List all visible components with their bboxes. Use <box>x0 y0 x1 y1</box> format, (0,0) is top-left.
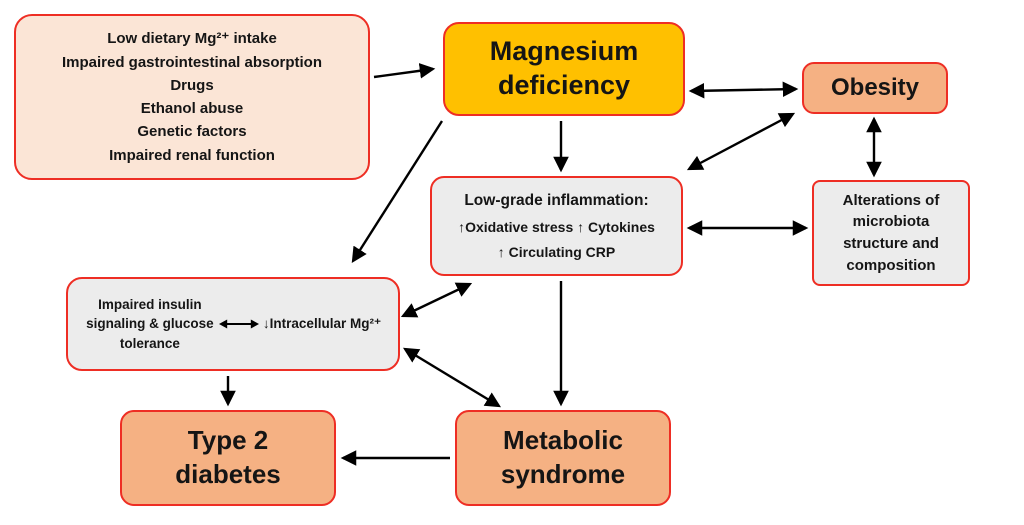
arrow-obesity-inflammation <box>686 112 796 171</box>
intracellular-mg-label: ↓Intracellular Mg²⁺ <box>262 316 382 332</box>
type2-diabetes-box: Type 2 diabetes <box>120 410 336 506</box>
cause-line: Genetic factors <box>137 123 247 141</box>
magnesium-deficiency-box: Magnesium deficiency <box>443 22 685 116</box>
magnesium-deficiency-label: Magnesium deficiency <box>489 36 639 100</box>
cause-line: Low dietary Mg²⁺ intake <box>107 30 277 48</box>
inflammation-title: Low-grade inflammation: <box>464 192 649 210</box>
obesity-label: Obesity <box>830 74 920 101</box>
cause-line: Impaired gastrointestinal absorption <box>61 53 323 71</box>
cause-line: Impaired renal function <box>109 146 275 164</box>
arrow-causes-to-magnesium <box>373 63 436 79</box>
cause-line: Drugs <box>170 76 214 94</box>
metabolic-syndrome-label: Metabolic syndrome <box>500 425 626 489</box>
microbiota-box: Alterations of microbiota structure and … <box>812 180 970 286</box>
causes-box: Low dietary Mg²⁺ intake Impaired gastroi… <box>14 14 370 180</box>
inflammation-oxidative-cytokines: ↑Oxidative stress ↑ Cytokines <box>458 218 655 235</box>
type2-diabetes-label: Type 2 diabetes <box>175 425 281 489</box>
arrow-insulin-metabolic <box>402 347 502 408</box>
inflammation-circulating-crp: ↑ Circulating CRP <box>497 243 616 260</box>
obesity-box: Obesity <box>802 62 948 114</box>
impaired-insulin-label: Impaired insulin signaling & glucose tol… <box>86 296 214 351</box>
arrow-insulin-inflammation <box>400 282 473 318</box>
left-right-arrow-icon <box>218 318 259 330</box>
impaired-insulin-box: Impaired insulin signaling & glucose tol… <box>66 277 400 371</box>
metabolic-syndrome-box: Metabolic syndrome <box>455 410 671 506</box>
microbiota-label: Alterations of microbiota structure and … <box>842 191 940 274</box>
cause-line: Ethanol abuse <box>140 100 244 117</box>
low-grade-inflammation-box: Low-grade inflammation: ↑Oxidative stres… <box>430 176 683 276</box>
arrow-magnesium-obesity <box>688 81 799 99</box>
